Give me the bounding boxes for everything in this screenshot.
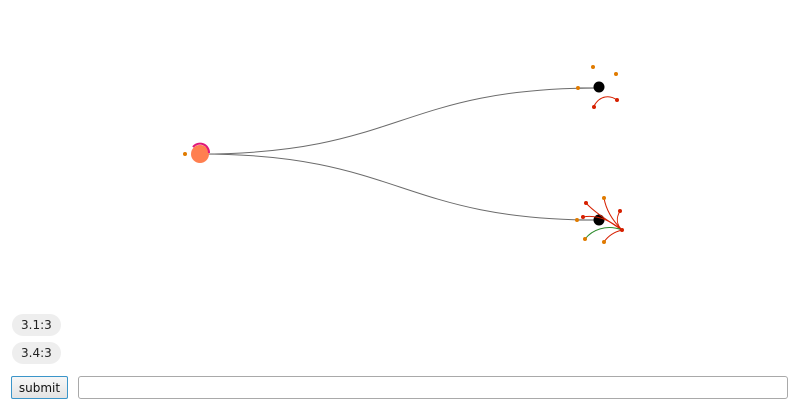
upper-leaf-node[interactable] <box>593 81 605 93</box>
lower-dot <box>602 196 606 200</box>
lower-green-stroke <box>584 227 623 240</box>
lower-dot <box>620 228 624 232</box>
lower-dot <box>584 201 588 205</box>
lower-dot <box>575 218 579 222</box>
link-root-to-lower <box>199 153 599 221</box>
history-chip[interactable]: 3.1:3 <box>12 314 61 336</box>
answer-input[interactable] <box>78 376 788 399</box>
root-node[interactable] <box>191 145 209 163</box>
upper-dot <box>615 98 619 102</box>
lower-leaf-node[interactable] <box>593 214 605 226</box>
history-chip[interactable]: 3.4:3 <box>12 342 61 364</box>
lower-dot <box>583 237 587 241</box>
upper-dot <box>592 105 596 109</box>
upper-dot <box>591 65 595 69</box>
upper-dot <box>614 72 618 76</box>
root-side-dot <box>183 152 187 156</box>
lower-red-stroke <box>582 215 623 231</box>
lower-red-stroke <box>603 229 623 243</box>
lower-dot <box>618 209 622 213</box>
lower-dot <box>602 240 606 244</box>
link-root-to-upper <box>199 87 599 155</box>
upper-dot <box>576 86 580 90</box>
submit-button[interactable]: submit <box>11 376 68 399</box>
upper-red-arc <box>593 96 618 107</box>
lower-dot <box>581 215 585 219</box>
root-node-arc <box>192 142 211 154</box>
lower-red-stroke <box>603 197 623 231</box>
